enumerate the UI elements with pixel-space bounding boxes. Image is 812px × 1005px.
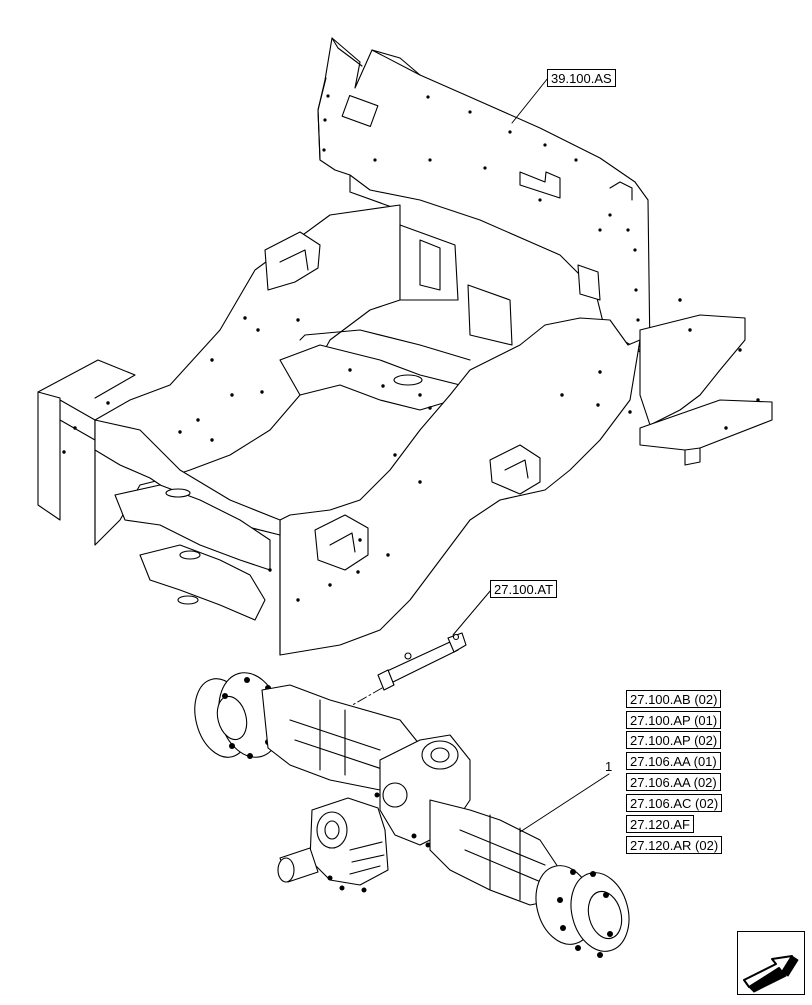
axle-reference-7[interactable]: 27.120.AF [626,815,694,833]
leader-lines [452,77,610,833]
axle-reference-8[interactable]: 27.120.AR (02) [626,836,723,854]
axle-reference-5[interactable]: 27.106.AA (02) [626,773,721,791]
next-page-arrow-icon[interactable] [737,931,805,995]
callout-frame-plate[interactable]: 39.100.AS [547,69,616,87]
chassis-frame-drawing [37,204,773,656]
rear-axle-drawing [194,672,630,958]
drive-shaft-drawing [377,632,467,691]
arrow-glyph [743,955,799,993]
axle-reference-6[interactable]: 27.106.AC (02) [626,794,723,812]
rear-plate-drawing [317,37,651,356]
axle-reference-3[interactable]: 27.100.AP (02) [626,731,722,749]
axle-reference-4[interactable]: 27.106.AA (01) [626,752,721,770]
item-number-label: 1 [605,759,613,774]
axle-reference-2[interactable]: 27.100.AP (01) [626,711,722,729]
axle-reference-1[interactable]: 27.100.AB (02) [626,690,722,708]
callout-drive-shaft[interactable]: 27.100.AT [490,580,558,598]
